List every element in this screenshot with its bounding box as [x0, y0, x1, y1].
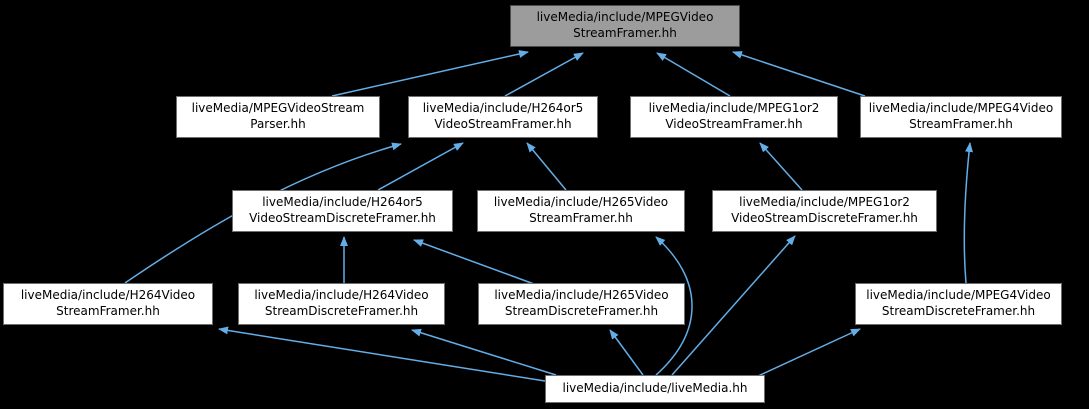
- node-label-line: StreamDiscreteFramer.hh: [264, 304, 419, 318]
- node-label-line: StreamFramer.hh: [56, 304, 160, 318]
- node-mpeg1or2-video-stream-discrete-framer[interactable]: liveMedia/include/MPEG1or2 VideoStreamDi…: [712, 190, 937, 232]
- edge-mpeg4framer-to-mpegvideostreamframer: [732, 51, 866, 97]
- node-label-line: liveMedia/include/H264or5: [422, 101, 584, 116]
- edge-livemedia-to-h265discrete: [609, 329, 644, 376]
- edge-livemedia-to-mpeg4discrete: [757, 328, 861, 377]
- node-h264or5-video-stream-framer[interactable]: liveMedia/include/H264or5 VideoStreamFra…: [408, 96, 598, 138]
- node-label-line: liveMedia/include/H264Video: [20, 288, 196, 303]
- node-h264or5-video-stream-discrete-framer[interactable]: liveMedia/include/H264or5 VideoStreamDis…: [232, 190, 453, 232]
- node-label-line: VideoStreamDiscreteFramer.hh: [731, 211, 918, 225]
- node-label-line: liveMedia/include/MPEG4Video: [866, 288, 1051, 303]
- edge-livemedia-to-h264framer: [218, 326, 546, 382]
- edge-h265framer-to-h264or5framer: [526, 142, 567, 191]
- node-h265-video-stream-discrete-framer[interactable]: liveMedia/include/H265Video StreamDiscre…: [478, 283, 685, 325]
- node-label-line: StreamDiscreteFramer.hh: [504, 304, 659, 318]
- edge-h264or5framer-to-mpegvideostreamframer: [504, 52, 584, 97]
- node-label-line: liveMedia/include/H265Video: [494, 288, 669, 303]
- edge-mpeg4discrete-to-mpeg4framer: [963, 142, 974, 284]
- edge-mpeg1or2framer-to-mpegvideostreamframer: [656, 52, 731, 97]
- node-label-line: StreamFramer.hh: [909, 117, 1013, 131]
- node-mpeg-video-stream-parser[interactable]: liveMedia/MPEGVideoStream Parser.hh: [176, 96, 380, 138]
- edge-parser-to-mpegvideostreamframer: [331, 50, 529, 97]
- node-label-line: liveMedia/include/MPEG1or2: [648, 101, 820, 116]
- node-label-line: Parser.hh: [250, 117, 306, 131]
- node-label-line: liveMedia/include/MPEG1or2: [739, 195, 910, 210]
- edge-h264or5discrete-to-h264or5framer: [377, 142, 464, 191]
- node-label-line: StreamFramer.hh: [529, 211, 633, 225]
- node-mpeg4-video-stream-discrete-framer[interactable]: liveMedia/include/MPEG4Video StreamDiscr…: [855, 283, 1062, 325]
- node-label-line: liveMedia/include/MPEG4Video: [868, 101, 1054, 116]
- node-label-line: liveMedia/include/liveMedia.hh: [562, 381, 748, 396]
- node-h264-video-stream-discrete-framer[interactable]: liveMedia/include/H264Video StreamDiscre…: [238, 283, 445, 325]
- node-mpeg4-video-stream-framer[interactable]: liveMedia/include/MPEG4Video StreamFrame…: [860, 96, 1062, 138]
- node-label-line: liveMedia/include/MPEGVideo: [536, 10, 714, 25]
- edge-livemedia-to-h265framer: [655, 236, 693, 376]
- node-mpeg-video-stream-framer[interactable]: liveMedia/include/MPEGVideo StreamFramer…: [510, 5, 740, 47]
- node-label-line: StreamFramer.hh: [573, 26, 677, 40]
- node-label-line: liveMedia/MPEGVideoStream: [191, 101, 365, 116]
- edge-h265discrete-to-h264or5discrete: [413, 239, 535, 285]
- node-label-line: liveMedia/include/H264or5: [262, 195, 423, 210]
- edge-livemedia-to-h264discrete: [411, 328, 557, 376]
- edge-livemedia-to-mpeg1or2discrete: [671, 235, 796, 376]
- node-label-line: VideoStreamDiscreteFramer.hh: [249, 211, 436, 225]
- node-label-line: liveMedia/include/H265Video: [493, 195, 669, 210]
- node-label-line: liveMedia/include/H264Video: [254, 288, 429, 303]
- node-mpeg1or2-video-stream-framer[interactable]: liveMedia/include/MPEG1or2 VideoStreamFr…: [630, 96, 838, 138]
- node-label-line: StreamDiscreteFramer.hh: [881, 304, 1036, 318]
- node-livemedia[interactable]: liveMedia/include/liveMedia.hh: [545, 375, 765, 403]
- node-label-line: VideoStreamFramer.hh: [434, 117, 572, 131]
- node-label-line: VideoStreamFramer.hh: [665, 117, 803, 131]
- node-h265-video-stream-framer[interactable]: liveMedia/include/H265Video StreamFramer…: [477, 190, 685, 232]
- node-h264-video-stream-framer[interactable]: liveMedia/include/H264Video StreamFramer…: [3, 283, 213, 325]
- edge-mpeg1or2discrete-to-mpeg1or2framer: [759, 142, 803, 191]
